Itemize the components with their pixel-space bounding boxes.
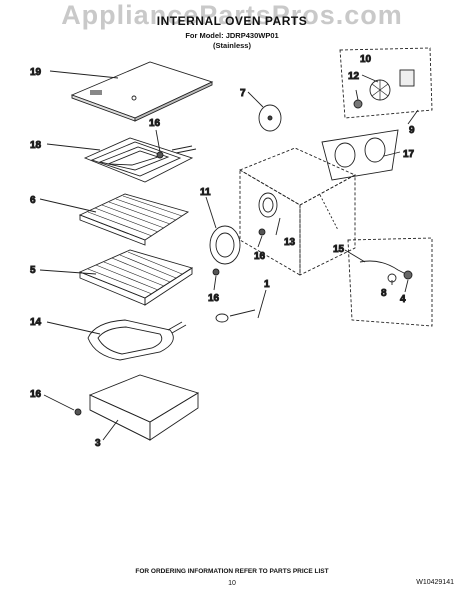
part-fan-7 [258, 104, 282, 132]
finish-line: (Stainless) [213, 41, 251, 50]
watermark: AppliancePartsPros.com [61, 0, 403, 30]
callout-12: 12 [348, 71, 360, 82]
part-panel-19 [70, 61, 214, 122]
callout-10: 10 [360, 54, 372, 65]
callout-16: 16 [149, 118, 161, 129]
callout-1: 1 [264, 279, 270, 290]
callout-16: 16 [30, 389, 42, 400]
part-screw-16a [155, 129, 164, 159]
callout-9: 9 [409, 125, 415, 136]
part-screw-16b [257, 228, 266, 248]
part-screw-16d [43, 394, 82, 416]
document-number: W10429141 [416, 579, 454, 586]
part-oven-cavity [238, 147, 357, 276]
part-light-assembly-box [347, 237, 433, 327]
callout-15: 15 [333, 244, 345, 255]
callout-17: 17 [403, 149, 415, 160]
callout-16: 16 [254, 251, 266, 262]
callout-4: 4 [400, 294, 406, 305]
part-cover-17 [321, 129, 399, 181]
callout-14: 14 [30, 317, 42, 328]
ordering-note: FOR ORDERING INFORMATION REFER TO PARTS … [135, 568, 329, 575]
page-title: INTERNAL OVEN PARTS [156, 14, 308, 28]
part-element-18 [83, 137, 197, 183]
callout-8: 8 [381, 288, 387, 299]
callout-5: 5 [30, 265, 36, 276]
part-convection-motor-box [339, 47, 433, 119]
part-sensor-1 [215, 289, 267, 323]
part-rack-5 [78, 249, 194, 306]
part-fan-shroud-11 [209, 192, 278, 265]
callout-6: 6 [30, 195, 36, 206]
model-line: For Model: JDRP430WP01 [185, 31, 279, 40]
callout-7: 7 [240, 88, 246, 99]
part-tray-3 [88, 374, 200, 441]
callout-16: 16 [208, 293, 220, 304]
callout-18: 18 [30, 140, 42, 151]
callout-13: 13 [284, 237, 296, 248]
callout-3: 3 [95, 438, 101, 449]
page-number: 10 [228, 580, 236, 587]
callout-19: 19 [30, 67, 42, 78]
part-element-14 [87, 319, 187, 361]
callout-11: 11 [200, 187, 211, 198]
part-screw-16c [212, 268, 220, 291]
part-rack-6 [78, 193, 190, 246]
